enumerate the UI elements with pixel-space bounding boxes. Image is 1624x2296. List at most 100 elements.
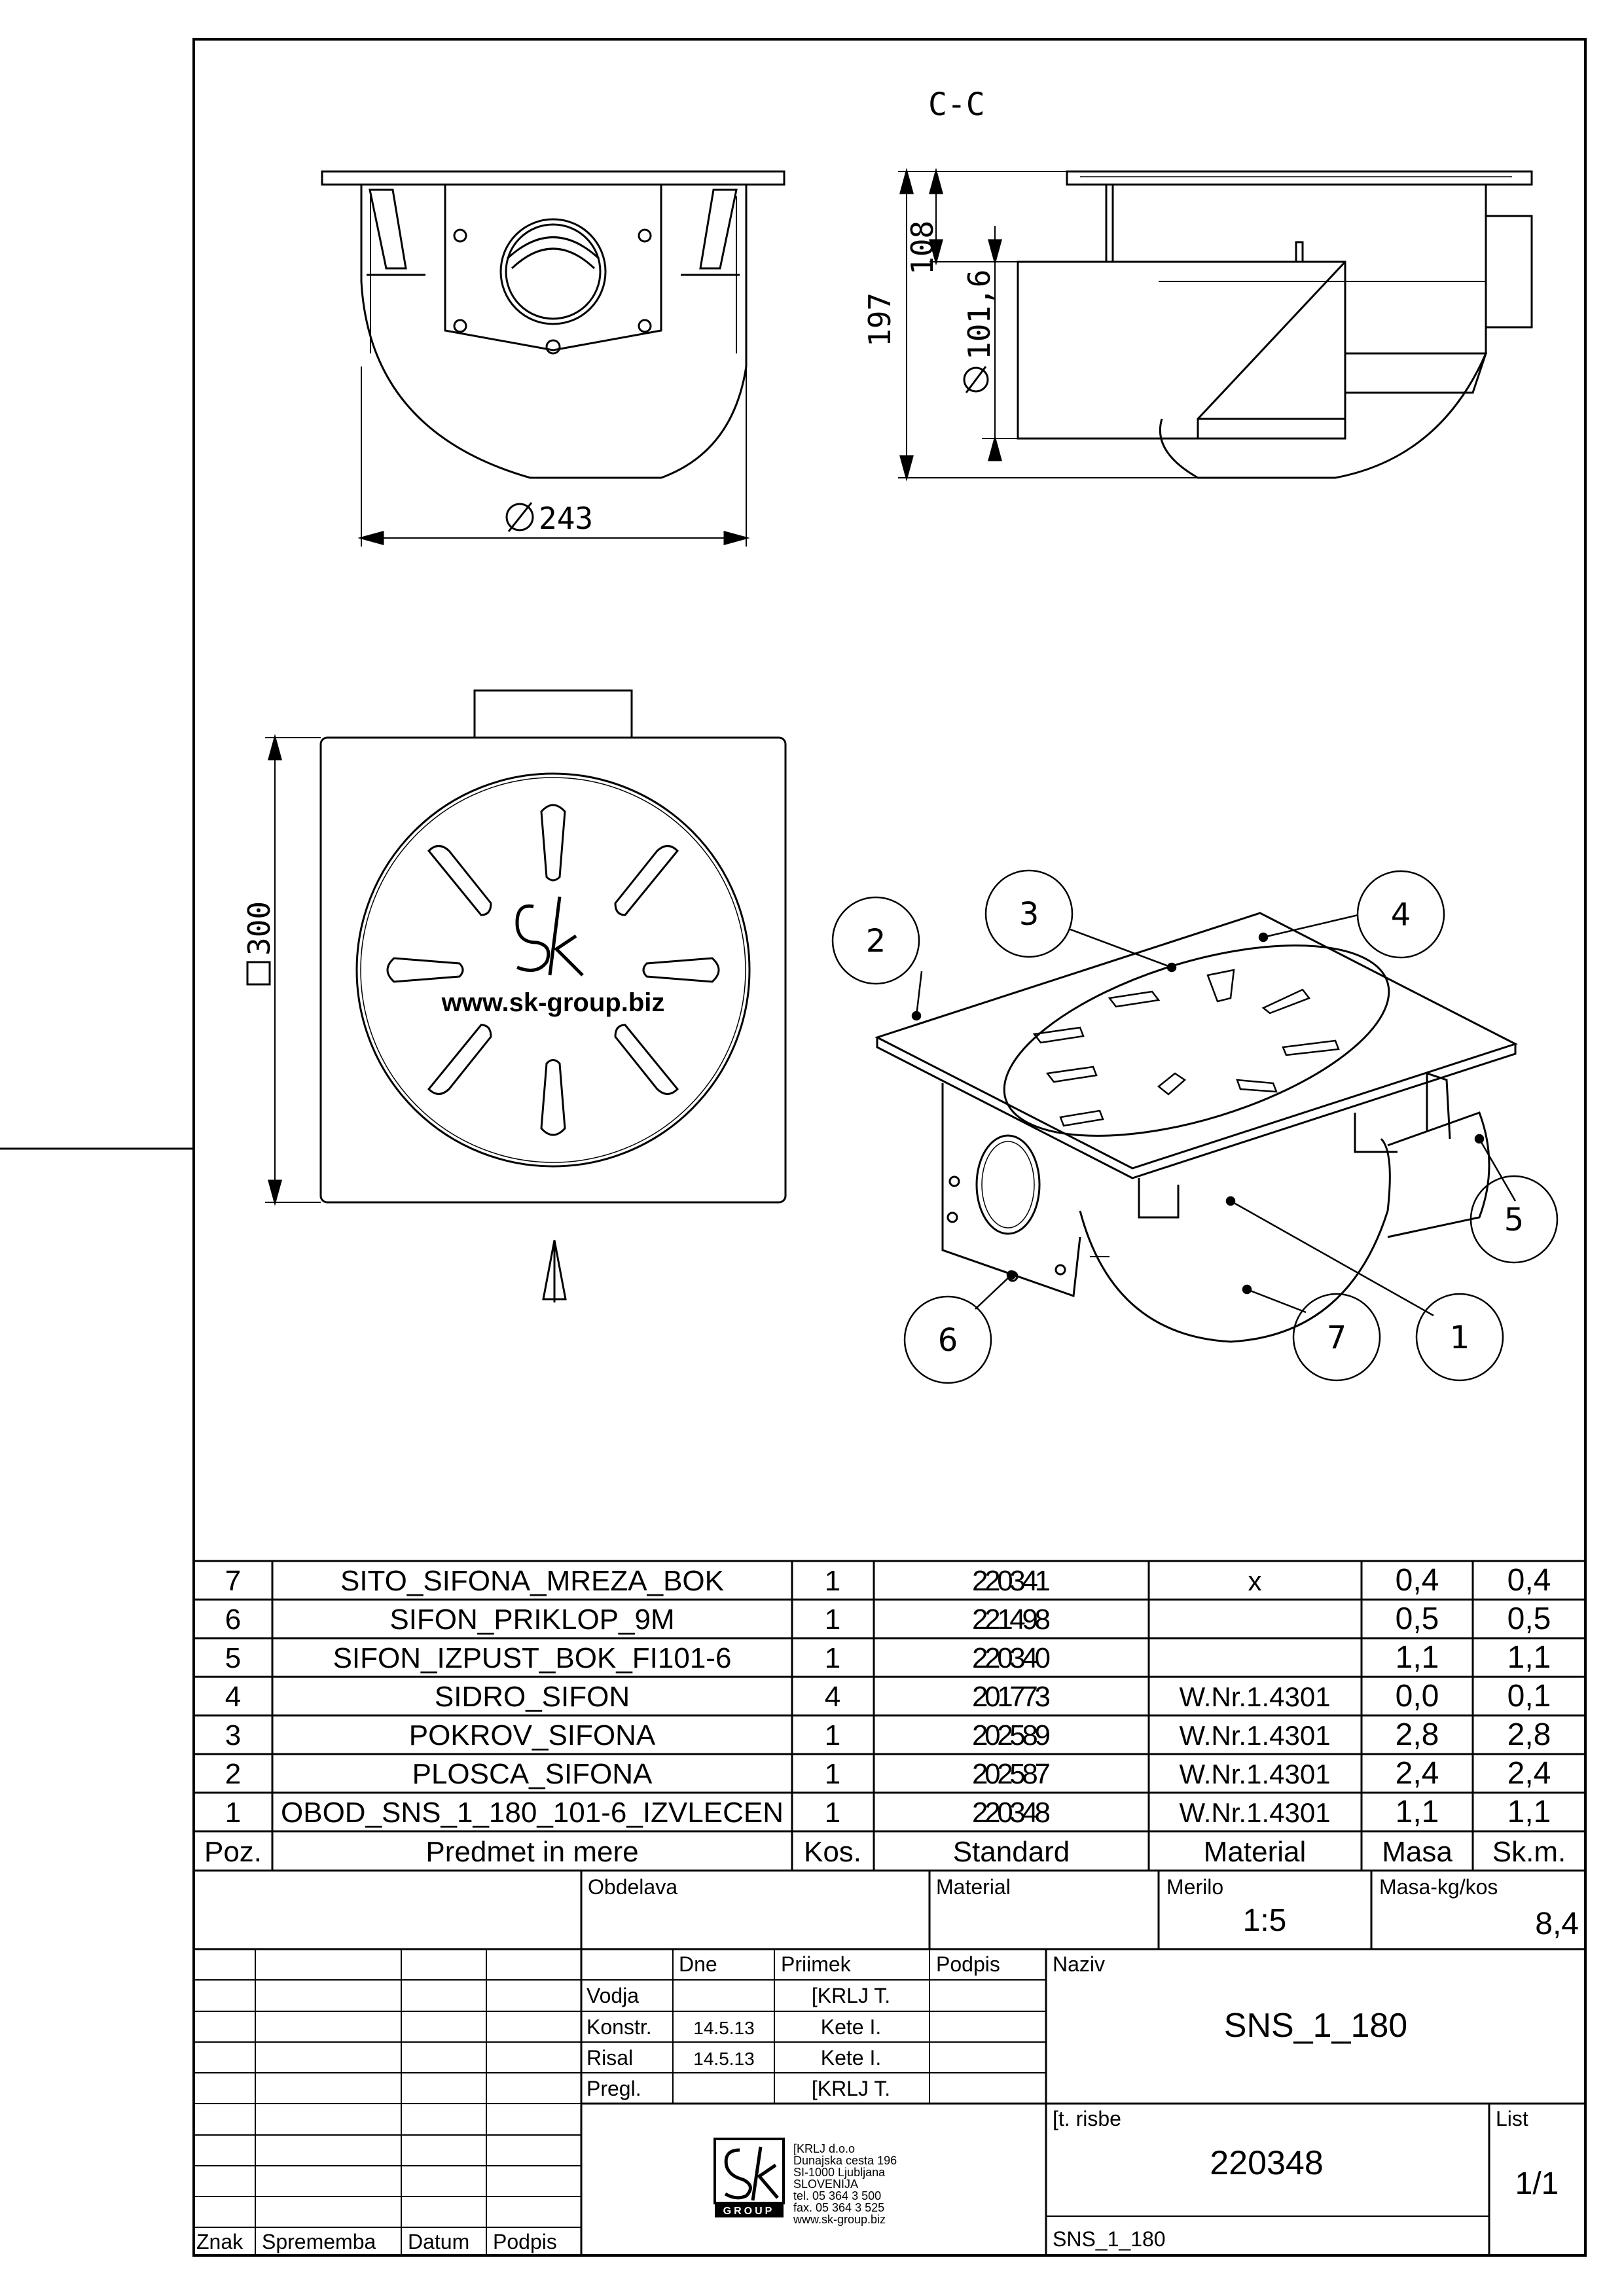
name-pregl: [KRLJ T. bbox=[812, 2077, 890, 2100]
st-risbe-label: [t. risbe bbox=[1053, 2107, 1121, 2130]
bom-header-masa: Masa bbox=[1382, 1836, 1453, 1868]
bom-cell-standard: 202589 bbox=[972, 1719, 1051, 1751]
bom-header-standard: Standard bbox=[953, 1836, 1070, 1868]
masa-label: Masa-kg/kos bbox=[1379, 1875, 1498, 1899]
merilo-label: Merilo bbox=[1166, 1875, 1223, 1899]
bom-cell-standard: 220341 bbox=[972, 1565, 1051, 1597]
merilo-value: 1:5 bbox=[1243, 1903, 1287, 1938]
bom-cell-standard: 220348 bbox=[972, 1797, 1051, 1829]
bom-cell-kos: 4 bbox=[825, 1681, 840, 1713]
bom-header-skm: Sk.m. bbox=[1492, 1836, 1566, 1868]
company-line: www.sk-group.biz bbox=[793, 2213, 886, 2226]
bom-cell-standard: 202587 bbox=[972, 1758, 1051, 1790]
masa-value: 8,4 bbox=[1535, 1907, 1579, 1941]
bom-cell-name: SITO_SIFONA_MREZA_BOK bbox=[340, 1565, 724, 1597]
dim-101-6: 101,6 bbox=[962, 270, 997, 360]
bom-cell-skm: 0,4 bbox=[1507, 1563, 1551, 1598]
bom-cell-kos: 1 bbox=[825, 1758, 840, 1790]
company-line: Dunajska cesta 196 bbox=[793, 2154, 897, 2167]
bom-cell-masa: 0,0 bbox=[1396, 1679, 1439, 1713]
role-konstr: Konstr. bbox=[586, 2015, 652, 2039]
naziv-label: Naziv bbox=[1053, 1952, 1105, 1976]
balloon-7: 7 bbox=[1327, 1319, 1347, 1356]
bom-cell-poz: 2 bbox=[225, 1758, 241, 1790]
bom-cell-name: SIFON_IZPUST_BOK_FI101-6 bbox=[333, 1642, 732, 1674]
bom-cell-skm: 0,1 bbox=[1507, 1679, 1551, 1713]
bom-cell-skm: 1,1 bbox=[1507, 1795, 1551, 1829]
balloon-3: 3 bbox=[1019, 896, 1039, 933]
name-vodja: [KRLJ T. bbox=[812, 1984, 890, 2007]
bom-cell-poz: 3 bbox=[225, 1719, 241, 1751]
bom-cell-kos: 1 bbox=[825, 1565, 840, 1597]
st-risbe-value: 220348 bbox=[1210, 2144, 1324, 2182]
rev-header-sprememba: Sprememba bbox=[262, 2230, 376, 2253]
bom-cell-poz: 7 bbox=[225, 1565, 241, 1597]
naziv-value: SNS_1_180 bbox=[1224, 2007, 1407, 2045]
balloon-6: 6 bbox=[938, 1322, 958, 1359]
role-risal: Risal bbox=[586, 2046, 633, 2070]
company-line: fax. 05 364 3 525 bbox=[793, 2201, 884, 2214]
bom-cell-name: PLOSCA_SIFONA bbox=[412, 1758, 653, 1790]
bom-cell-skm: 2,4 bbox=[1507, 1756, 1551, 1791]
bom-cell-masa: 0,5 bbox=[1396, 1602, 1439, 1636]
list-value: 1/1 bbox=[1515, 2166, 1559, 2201]
rev-header-podpis: Podpis bbox=[493, 2230, 557, 2253]
bom-cell-poz: 1 bbox=[225, 1797, 241, 1829]
company-line: SLOVENIJA bbox=[793, 2178, 858, 2191]
balloons bbox=[831, 869, 1559, 1384]
bom-cell-masa: 2,8 bbox=[1396, 1717, 1439, 1752]
bom-grid bbox=[192, 1560, 1587, 1872]
balloon-2: 2 bbox=[866, 923, 886, 960]
bom-header-kos: Kos. bbox=[804, 1836, 861, 1868]
date-konstr: 14.5.13 bbox=[693, 2018, 754, 2038]
list-label: List bbox=[1496, 2107, 1528, 2130]
bom-cell-kos: 1 bbox=[825, 1719, 840, 1751]
company-logo: GROUP bbox=[713, 2138, 785, 2217]
priimek-label: Priimek bbox=[781, 1952, 852, 1976]
date-risal: 14.5.13 bbox=[693, 2049, 754, 2069]
bom-cell-skm: 1,1 bbox=[1507, 1640, 1551, 1675]
material-label: Material bbox=[936, 1875, 1011, 1899]
top-view bbox=[246, 689, 787, 1302]
bom-cell-material: W.Nr.1.4301 bbox=[1179, 1681, 1330, 1712]
iso-slots bbox=[1032, 969, 1340, 1127]
bom-cell-masa: 0,4 bbox=[1396, 1563, 1439, 1598]
dim-108: 108 bbox=[905, 221, 940, 275]
rev-header-znak: Znak bbox=[196, 2230, 244, 2253]
podpis-label: Podpis bbox=[936, 1952, 1000, 1976]
file-name: SNS_1_180 bbox=[1053, 2227, 1166, 2251]
logo-caption: GROUP bbox=[723, 2206, 775, 2217]
sk-logo-mark bbox=[515, 896, 584, 977]
dim-197: 197 bbox=[862, 293, 897, 347]
bom-cell-masa: 1,1 bbox=[1396, 1795, 1439, 1829]
bom-cell-poz: 6 bbox=[225, 1604, 241, 1636]
bom-header-name: Predmet in mere bbox=[425, 1836, 638, 1868]
role-pregl: Pregl. bbox=[586, 2077, 641, 2100]
balloon-5: 5 bbox=[1504, 1202, 1525, 1238]
bom-cell-material: W.Nr.1.4301 bbox=[1179, 1759, 1330, 1789]
balloon-4: 4 bbox=[1391, 897, 1411, 933]
cover-slots bbox=[386, 804, 720, 1136]
bom-cell-standard: 221498 bbox=[972, 1604, 1051, 1636]
bom-cell-kos: 1 bbox=[825, 1797, 840, 1829]
sheet-frame bbox=[0, 38, 1587, 2257]
section-view bbox=[898, 168, 1533, 482]
front-view bbox=[321, 170, 785, 547]
name-konstr: Kete I. bbox=[821, 2015, 882, 2039]
bom-cell-kos: 1 bbox=[825, 1604, 840, 1636]
bom-cell-masa: 1,1 bbox=[1396, 1640, 1439, 1675]
plate-logo-text: www.sk-group.biz bbox=[441, 988, 665, 1017]
section-label: C-C bbox=[928, 86, 985, 123]
bom-cell-standard: 220340 bbox=[972, 1642, 1051, 1674]
bom-cell-name: SIFON_PRIKLOP_9M bbox=[389, 1604, 674, 1636]
company-address: [KRLJ d.o.o Dunajska cesta 196 SI-1000 L… bbox=[793, 2142, 897, 2226]
bom-header-material: Material bbox=[1204, 1836, 1307, 1868]
bom-cell-masa: 2,4 bbox=[1396, 1756, 1439, 1791]
bom-cell-poz: 5 bbox=[225, 1642, 241, 1674]
bom-cell-poz: 4 bbox=[225, 1681, 241, 1713]
dne-label: Dne bbox=[679, 1952, 717, 1976]
bom-cell-name: OBOD_SNS_1_180_101-6_IZVLECEN bbox=[281, 1797, 784, 1829]
